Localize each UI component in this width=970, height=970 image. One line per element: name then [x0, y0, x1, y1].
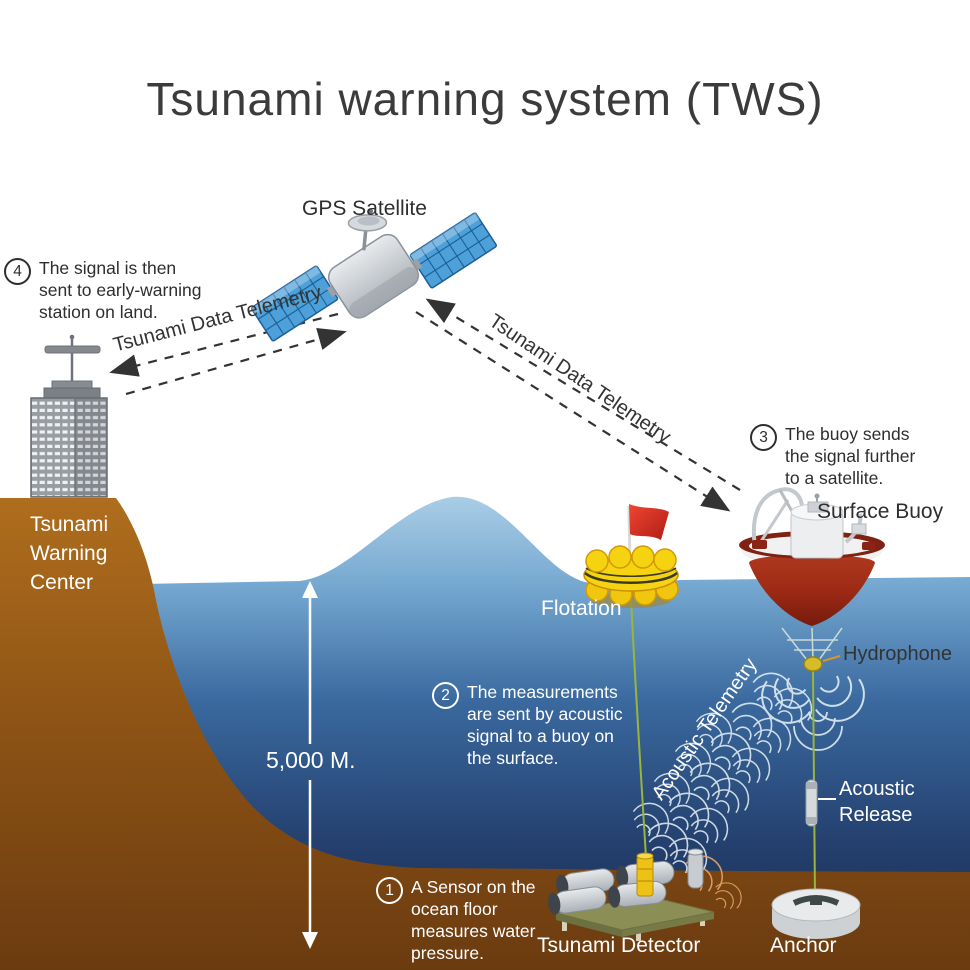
acoustic-release-icon	[805, 779, 836, 827]
hydrophone-cage-icon	[781, 627, 843, 661]
surface-buoy-label: Surface Buoy	[817, 500, 944, 523]
anchor-icon	[771, 888, 861, 939]
tsunami-detector-label: Tsunami Detector	[537, 934, 701, 957]
warning-center-label: Tsunami Warning Center	[30, 513, 109, 594]
surface-buoy-icon	[739, 487, 885, 672]
step-1-annotation: 1 A Sensor on the ocean floor measures w…	[376, 876, 556, 964]
tsunami-detector-icon	[548, 848, 715, 941]
step-2-text: The measurements are sent by acoustic si…	[467, 682, 623, 769]
ocean-water	[140, 496, 970, 970]
flag-icon	[629, 504, 669, 540]
hydrophone-label: Hydrophone	[843, 643, 952, 665]
gps-satellite-label: GPS Satellite	[302, 197, 427, 220]
acoustic-release-label: Acoustic Release	[839, 778, 915, 826]
depth-label: 5,000 M.	[266, 747, 356, 773]
step-2-badge: 2	[432, 682, 459, 709]
page-title: Tsunami warning system (TWS)	[146, 73, 824, 125]
step-1-text: A Sensor on the ocean floor measures wat…	[411, 877, 536, 964]
warning-center-building-icon	[30, 334, 108, 498]
telemetry-arrow-right	[415, 298, 741, 512]
hydrophone-icon	[803, 656, 823, 672]
step-4-badge: 4	[4, 258, 31, 285]
depth-arrow	[302, 581, 318, 949]
step-1-badge: 1	[376, 877, 403, 904]
step-2-annotation: 2 The measurements are sent by acoustic …	[432, 681, 647, 769]
flotation-mooring-line	[630, 597, 647, 859]
gps-satellite-icon	[251, 208, 497, 342]
step-3-badge: 3	[750, 424, 777, 451]
step-3-text: The buoy sends the signal further to a s…	[785, 424, 916, 489]
anchor-label: Anchor	[770, 934, 837, 957]
seafloor-land	[0, 498, 970, 970]
sensor-cylinders-icon	[548, 848, 704, 915]
flotation-buoy-icon	[583, 504, 679, 608]
step-3-annotation: 3 The buoy sends the signal further to a…	[750, 423, 935, 489]
step-4-text: The signal is then sent to early-warning…	[39, 258, 202, 323]
step-4-annotation: 4 The signal is then sent to early-warni…	[4, 257, 219, 323]
flotation-label: Flotation	[541, 597, 622, 620]
